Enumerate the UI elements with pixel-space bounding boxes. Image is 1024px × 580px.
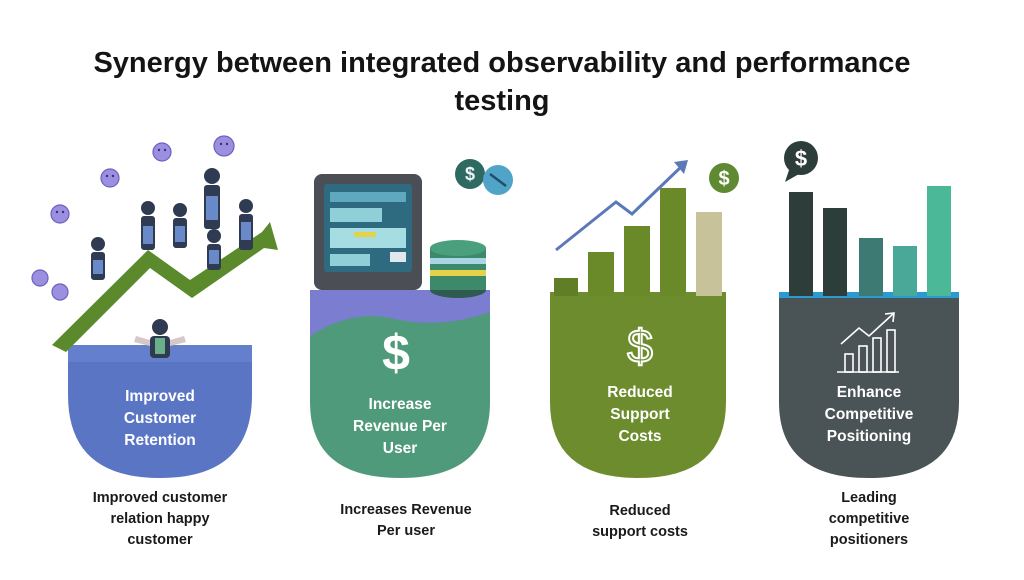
coin-icon: $ [718, 168, 729, 190]
card-label: Enhance Competitive Positioning [824, 384, 914, 445]
card-support-costs: $ $ Reduced Support Costs Reduced suppor… [540, 140, 800, 580]
coin-icon: $ [795, 146, 807, 171]
card-label: Reduced Support Costs [607, 384, 673, 445]
svg-text:$: $ [465, 164, 475, 184]
smiley-icon [31, 135, 235, 301]
card-shield-shape [68, 345, 252, 478]
card-shield-shape [310, 290, 490, 478]
card-caption: Reduced support costs [592, 503, 688, 540]
dollar-icon: $ [627, 320, 653, 372]
dollar-icon: $ [382, 325, 410, 381]
trend-arrow-icon [555, 164, 684, 252]
page-title: Synergy between integrated observability… [93, 47, 911, 117]
competitive-illustration: $ [779, 141, 959, 478]
growth-chart-icon [837, 312, 899, 373]
card-caption: Increases Revenue Per user [340, 502, 472, 539]
people-crowd-icon [91, 168, 253, 280]
coin-stack-icon [430, 240, 486, 298]
monitor-icon [314, 174, 422, 290]
revenue-illustration: $ $ [310, 159, 513, 478]
coin-icon [455, 159, 513, 195]
customer-figure-icon [134, 319, 186, 358]
growth-arrow-icon [52, 222, 278, 352]
card-competitive-positioning: $ Enhance Competitive Positioning Leadin… [775, 140, 1024, 580]
bar-chart-icon [554, 188, 722, 296]
card-shield-shape [550, 292, 726, 478]
card-label: Improved Customer Retention [123, 388, 197, 449]
card-customer-retention: Improved Customer Retention Improved cus… [31, 135, 300, 580]
customer-retention-illustration [31, 135, 278, 478]
card-shield-shape [779, 292, 959, 478]
card-caption: Leading competitive positioners [828, 490, 910, 548]
card-revenue-per-user: $ $ Increase Revenue Per User Increases … [290, 140, 550, 580]
card-label: Increase Revenue Per User [353, 396, 447, 457]
bar-chart-icon [789, 186, 951, 296]
card-caption: Improved customer relation happy custome… [92, 490, 228, 548]
support-costs-illustration: $ $ [550, 160, 739, 478]
